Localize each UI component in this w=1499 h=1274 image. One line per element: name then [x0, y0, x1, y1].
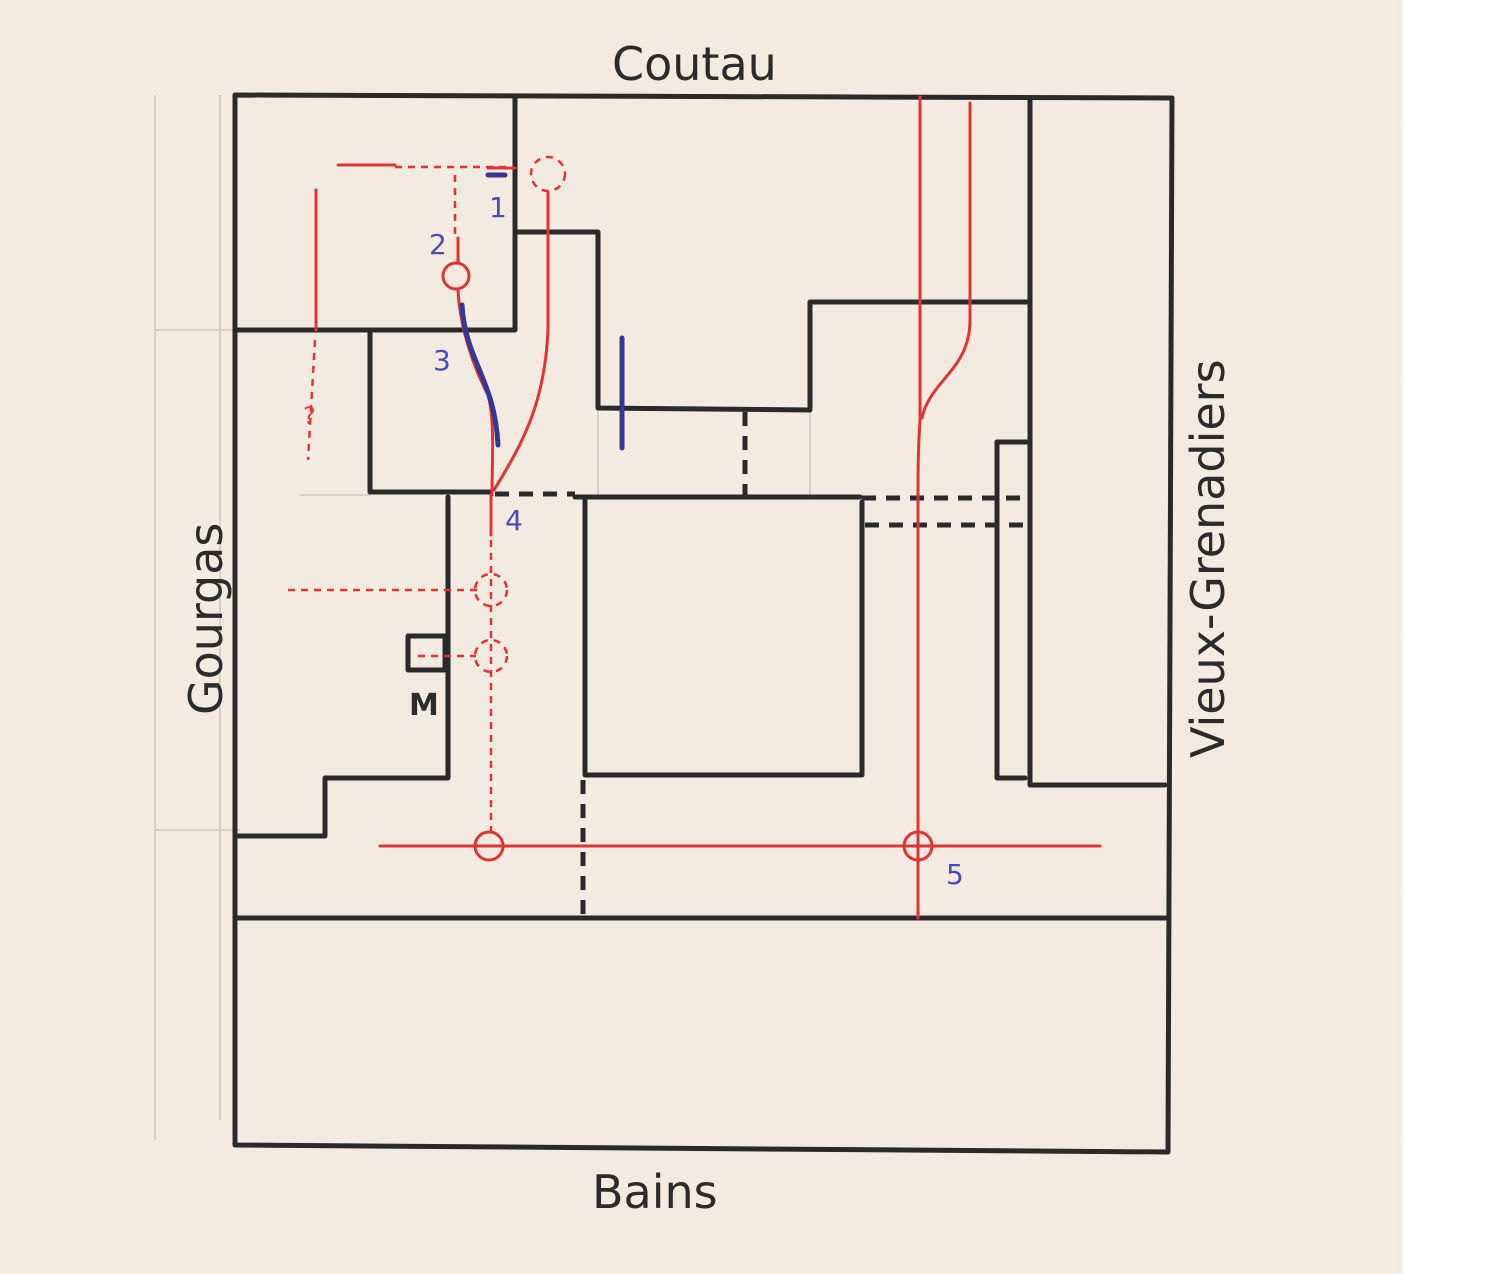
pencil-guides: [154, 95, 811, 1140]
red-annotations: [288, 95, 1102, 920]
outer-boundary: [232, 92, 1175, 1155]
marker-circle-2: [441, 261, 471, 291]
left-stepped-building: [232, 494, 451, 839]
street-label-right: Vieux-Grenadiers: [1181, 359, 1235, 758]
blue-annotations: [459, 172, 625, 451]
street-label-left: Gourgas: [179, 523, 233, 715]
unknown-point-label: ?: [303, 402, 316, 430]
central-courtyard-building: [582, 494, 865, 778]
marker-circle-upper: [473, 572, 509, 608]
point-label-3: 3: [433, 344, 451, 377]
center-top-stepped-line: [512, 229, 1031, 413]
street-label-top: Coutau: [612, 37, 777, 91]
point-label-5: 5: [946, 858, 964, 891]
block-outlines: [232, 92, 1175, 1155]
point-label-2: 2: [429, 228, 447, 261]
dashed-black-lines: [495, 412, 1030, 915]
marker-circle-1: [529, 155, 567, 193]
street-label-bottom: Bains: [592, 1165, 718, 1219]
m-marker-box: [405, 633, 448, 673]
paper-edge: [1397, 0, 1403, 1274]
point-label-1: 1: [489, 191, 507, 224]
right-narrow-building: [994, 439, 1168, 788]
marker-circle-4-bottom: [473, 830, 505, 862]
left-middle-building: [367, 327, 493, 495]
marker-circle-lower: [473, 638, 509, 674]
upper-left-building: [232, 94, 518, 333]
right-narrow-inner-wall: [994, 439, 1028, 781]
m-label: M: [409, 688, 439, 723]
point-label-4: 4: [505, 504, 523, 537]
